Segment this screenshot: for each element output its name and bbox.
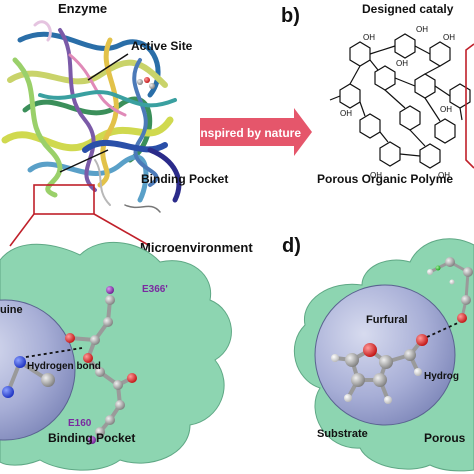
oh-label: OH	[438, 171, 450, 180]
residue-label-e366: E366'	[142, 284, 168, 295]
substrate-atoms	[2, 356, 55, 398]
enzyme-title: Enzyme	[58, 1, 107, 16]
designed-catalyst-panel: b) Designed cataly	[281, 2, 474, 186]
residue-label-e160: E160	[68, 418, 92, 429]
oh-label: OH	[396, 59, 408, 68]
residue-atoms	[65, 286, 137, 444]
callout-line-right	[93, 213, 151, 247]
panel-b-title: Designed cataly	[362, 2, 454, 16]
substrate-sphere	[0, 299, 76, 441]
active-site-molecule	[137, 77, 155, 89]
furfural-molecule	[331, 321, 461, 404]
inspired-by-nature-arrow: Inspired by nature	[197, 108, 312, 156]
enzyme-panel: Enzyme Active S	[1, 1, 228, 247]
protein-ribbon-structure	[1, 20, 182, 213]
hydrogen-bond	[19, 347, 83, 359]
panel-b-caption: Porous Organic Polyme	[317, 172, 453, 186]
panel-b-letter: b)	[281, 5, 300, 27]
porous-polymer-structure	[329, 33, 471, 169]
oh-label: OH	[340, 109, 352, 118]
polymer-hydroxyl-group	[427, 257, 473, 323]
furfural-label: Furfural	[366, 314, 408, 326]
designed-microenvironment-panel: d) Furfural	[282, 235, 474, 472]
panel-d-letter: d)	[282, 235, 301, 257]
pocket-pointer	[59, 149, 109, 173]
structure-highlight-bracket	[465, 43, 474, 169]
oh-label: OH	[440, 105, 452, 114]
furfural-sphere	[314, 284, 456, 426]
sphere-label: uine	[0, 304, 23, 316]
hydroxyl-labels: OH OH OH OH OH OH OH OH	[340, 25, 455, 180]
substrate-label: Substrate	[317, 428, 368, 440]
active-site-label: Active Site	[131, 39, 193, 53]
active-site-pointer	[87, 53, 129, 81]
oh-label: OH	[363, 33, 375, 42]
binding-pocket-label: Binding Pocket	[141, 172, 228, 186]
microenvironment-panel: Microenvironment uine	[0, 240, 253, 471]
oh-label: OH	[416, 25, 428, 34]
callout-line-left	[9, 213, 35, 247]
binding-pocket-callout-box	[33, 184, 95, 215]
binding-pocket-label-bottom: Binding Pocket	[48, 431, 135, 445]
oh-label: OH	[443, 33, 455, 42]
hydrogen-bond-label: Hydrogen bond	[27, 361, 101, 372]
arrow-text: Inspired by nature	[197, 126, 301, 140]
oh-label: OH	[370, 171, 382, 180]
hydrogen-bond-label-d: Hydrog	[424, 371, 459, 382]
porous-label: Porous	[424, 431, 466, 445]
microenvironment-title: Microenvironment	[140, 240, 253, 255]
